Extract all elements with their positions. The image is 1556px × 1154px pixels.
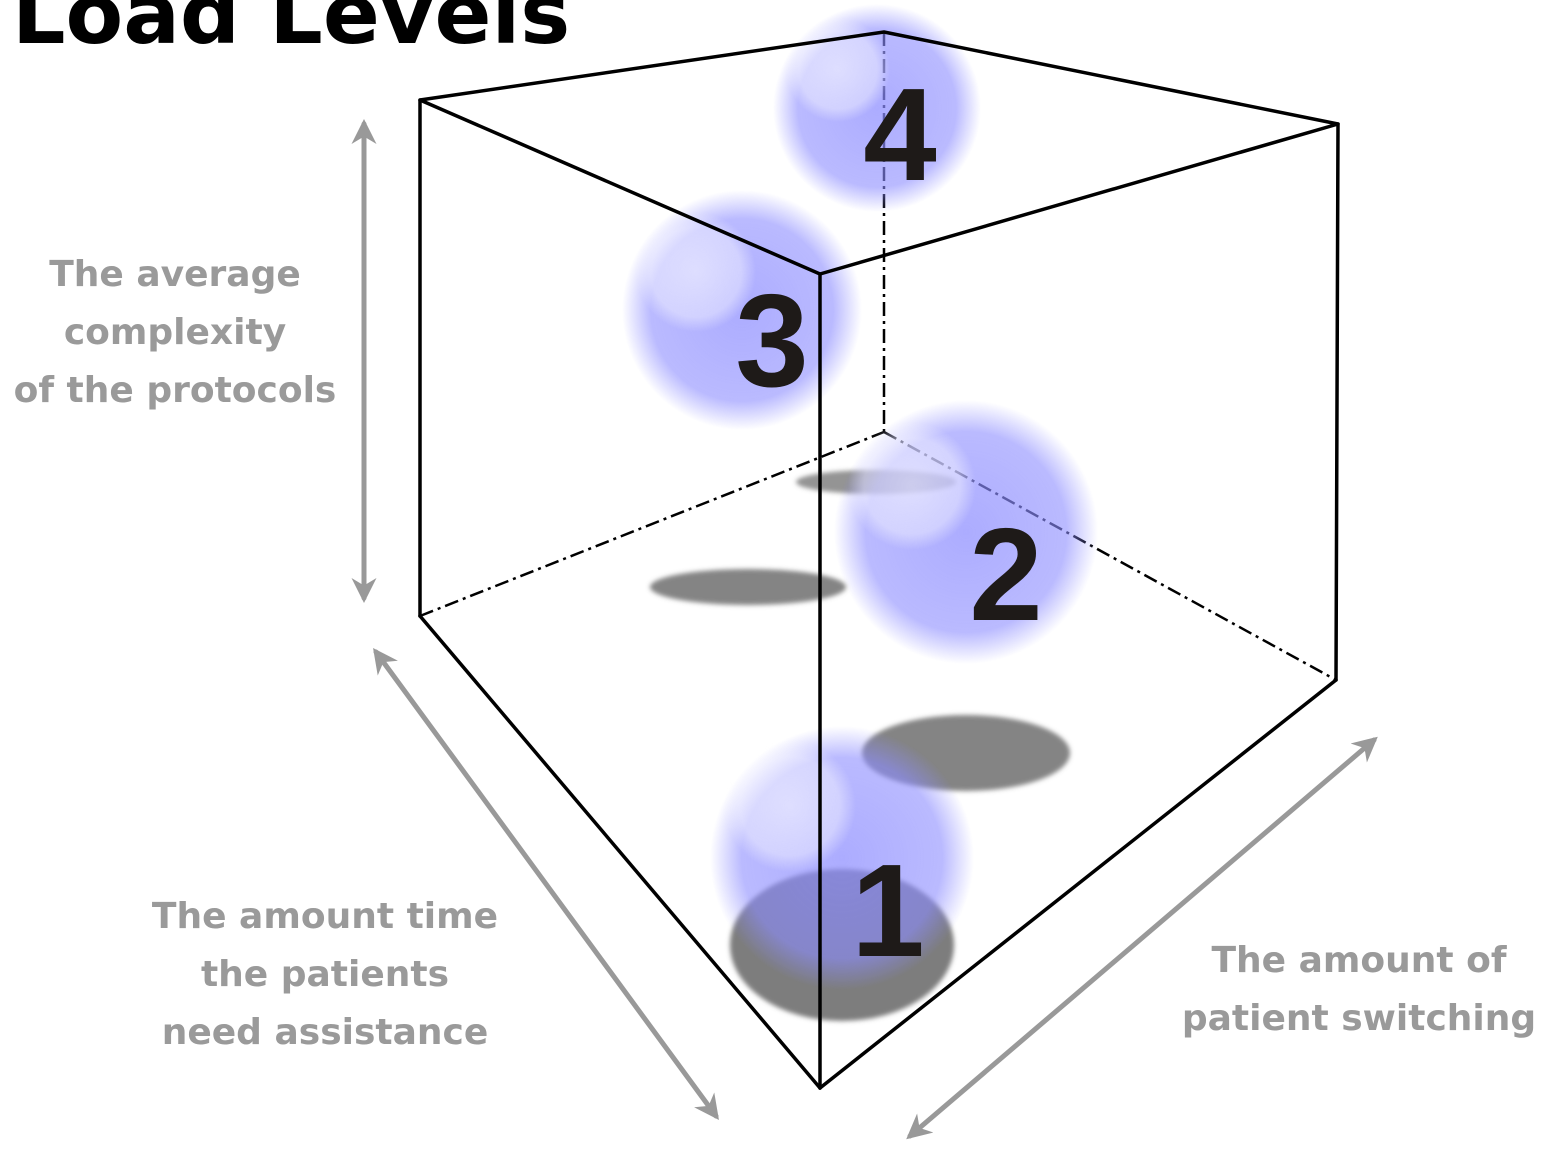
level-number-1: 1 — [851, 837, 924, 984]
sphere-level-3 — [622, 190, 862, 430]
hidden-edge-back-left — [419, 430, 885, 618]
depth-axis-arrow — [373, 647, 719, 1121]
depth-axis-label-line: need assistance — [161, 1012, 489, 1053]
depth-axis-label: The amount time the patients need assist… — [140, 888, 510, 1062]
level-number-2: 2 — [969, 501, 1042, 648]
shadow-level-3 — [650, 569, 846, 605]
vertical-axis-label-line: The average — [49, 254, 301, 295]
vertical-axis-label: The average complexity of the protocols — [8, 246, 342, 420]
level-number-3: 3 — [735, 267, 808, 414]
depth-axis-label-line: The amount time — [151, 896, 499, 937]
width-axis-label-line: The amount of — [1211, 940, 1507, 981]
width-axis-label: The amount of patient switching — [1176, 932, 1542, 1048]
axis-arrows — [351, 119, 1378, 1140]
sphere-level-2 — [834, 400, 1098, 664]
level-number-4: 4 — [863, 61, 936, 208]
vertical-axis-label-line: complexity — [63, 312, 287, 353]
sphere-level-1 — [710, 726, 974, 990]
depth-axis-label-line: the patients — [200, 954, 450, 995]
width-axis-arrow — [906, 736, 1378, 1140]
page-title: Load Levels — [12, 0, 571, 63]
width-axis-label-line: patient switching — [1181, 998, 1537, 1039]
vertical-axis-label-line: of the protocols — [13, 370, 337, 411]
cube-edge-right — [1334, 122, 1340, 682]
